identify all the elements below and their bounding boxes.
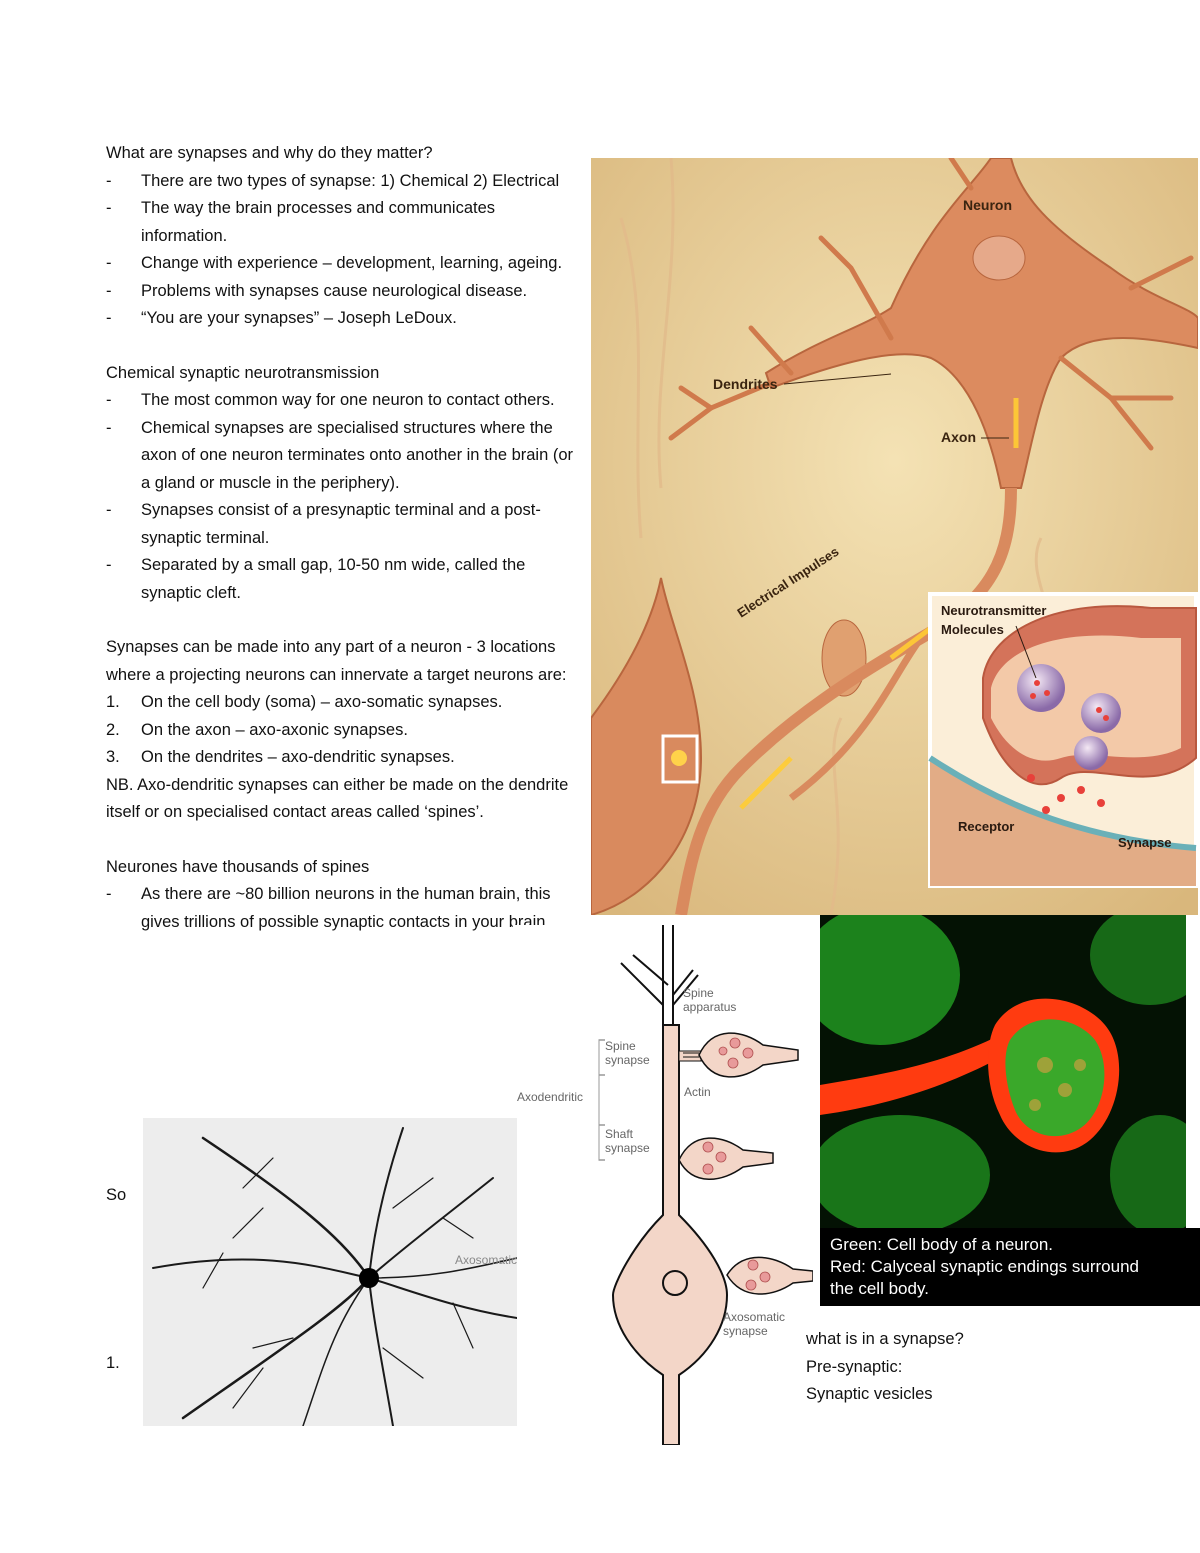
- label-actin: Actin: [684, 1085, 711, 1099]
- synapse-location-diagram: Spine apparatus Spine synapse Actin Axod…: [513, 925, 813, 1445]
- label-dendrites: Dendrites: [713, 376, 778, 392]
- bullet-list-chemical: The most common way for one neuron to co…: [106, 387, 576, 607]
- label-shaft-synapse-2: synapse: [605, 1141, 650, 1155]
- numbered-list-locations: 1.On the cell body (soma) – axo-somatic …: [106, 689, 576, 772]
- stray-text-one: 1.: [106, 1354, 120, 1372]
- question-line: what is in a synapse?: [806, 1330, 964, 1348]
- section-heading-chemical: Chemical synaptic neurotransmission: [106, 363, 380, 382]
- locations-intro: Synapses can be made into any part of a …: [106, 638, 567, 684]
- list-item: The most common way for one neuron to co…: [106, 387, 576, 415]
- bullet-list-spines: As there are ~80 billion neurons in the …: [106, 881, 576, 936]
- list-item: Separated by a small gap, 10-50 nm wide,…: [106, 552, 576, 607]
- presynaptic-line: Pre-synaptic:: [806, 1357, 903, 1376]
- list-item: 1.On the cell body (soma) – axo-somatic …: [106, 693, 503, 711]
- label-neuron: Neuron: [963, 197, 1012, 213]
- list-item: “You are your synapses” – Joseph LeDoux.: [106, 305, 576, 333]
- neuron-photo: Axosomatic: [143, 1118, 517, 1426]
- label-receptor: Receptor: [958, 819, 1014, 834]
- synapse-contents-text: what is in a synapse? Pre-synaptic: Syna…: [806, 1326, 964, 1409]
- label-axosomatic-photo: Axosomatic: [455, 1253, 517, 1267]
- list-item: Chemical synapses are specialised struct…: [106, 415, 576, 498]
- label-neurotransmitter: Neurotransmitter: [941, 603, 1046, 618]
- spines-note: NB. Axo-dendritic synapses can either be…: [106, 775, 569, 822]
- label-axodendritic: Axodendritic: [517, 1090, 583, 1104]
- label-axosomatic-2: synapse: [723, 1324, 768, 1338]
- label-axosomatic-1: Axosomatic: [723, 1310, 785, 1324]
- vesicles-line: Synaptic vesicles: [806, 1385, 933, 1403]
- label-axon: Axon: [941, 429, 976, 445]
- list-item: 3.On the dendrites – axo-dendritic synap…: [106, 748, 455, 766]
- label-shaft-synapse-1: Shaft: [605, 1127, 634, 1141]
- text-column: What are synapses and why do they matter…: [106, 140, 576, 936]
- list-item: 2.On the axon – axo-axonic synapses.: [106, 720, 408, 739]
- label-synapse: Synapse: [1118, 835, 1171, 850]
- label-molecules: Molecules: [941, 622, 1004, 637]
- calyx-caption: Green: Cell body of a neuron. Red: Calyc…: [820, 1228, 1200, 1306]
- synapse-inset: Neurotransmitter Molecules Receptor Syna…: [928, 592, 1198, 888]
- label-spine-apparatus-1: Spine: [683, 986, 714, 1000]
- label-spine-synapse-2: synapse: [605, 1053, 650, 1067]
- stray-text-so: So: [106, 1186, 127, 1204]
- label-spine-synapse-1: Spine: [605, 1039, 636, 1053]
- list-item: As there are ~80 billion neurons in the …: [106, 881, 576, 936]
- list-item: Change with experience – development, le…: [106, 250, 576, 278]
- calyx-fluorescence-image: [820, 915, 1186, 1228]
- neuron-illustration: Neuron Dendrites Axon Electrical Impulse…: [591, 158, 1198, 915]
- list-item: Synapses consist of a presynaptic termin…: [106, 497, 576, 552]
- list-item: The way the brain processes and communic…: [106, 195, 576, 250]
- bullet-list-synapses: There are two types of synapse: 1) Chemi…: [106, 168, 576, 333]
- list-item: Problems with synapses cause neurologica…: [106, 278, 576, 306]
- label-spine-apparatus-2: apparatus: [683, 1000, 736, 1014]
- list-item: There are two types of synapse: 1) Chemi…: [106, 168, 576, 196]
- section-heading-spines: Neurones have thousands of spines: [106, 857, 370, 876]
- section-heading-synapses: What are synapses and why do they matter…: [106, 144, 433, 162]
